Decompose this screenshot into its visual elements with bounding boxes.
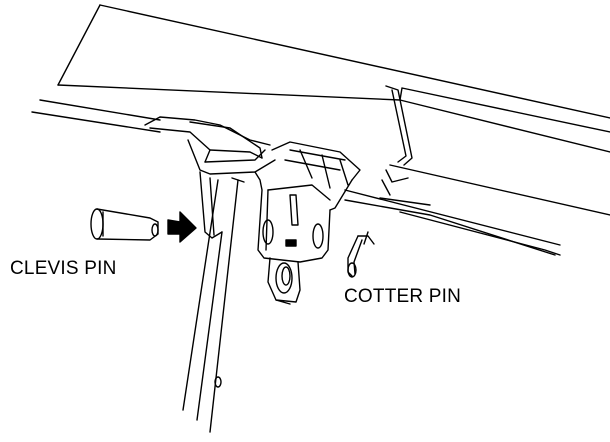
arrow-right-icon xyxy=(167,211,197,243)
cotter-pin-label: COTTER PIN xyxy=(344,286,462,307)
vertical-strut xyxy=(182,177,245,433)
cotter-pin xyxy=(347,231,375,278)
clevis-pin xyxy=(90,208,159,241)
swivel-knob xyxy=(267,257,301,305)
clevis-pin-label: CLEVIS PIN xyxy=(10,258,117,279)
side-rails xyxy=(31,99,561,256)
clevis-bracket xyxy=(199,171,331,263)
upper-bracket xyxy=(144,116,361,211)
rail-clip xyxy=(381,85,413,196)
overhead-rail xyxy=(57,4,610,216)
